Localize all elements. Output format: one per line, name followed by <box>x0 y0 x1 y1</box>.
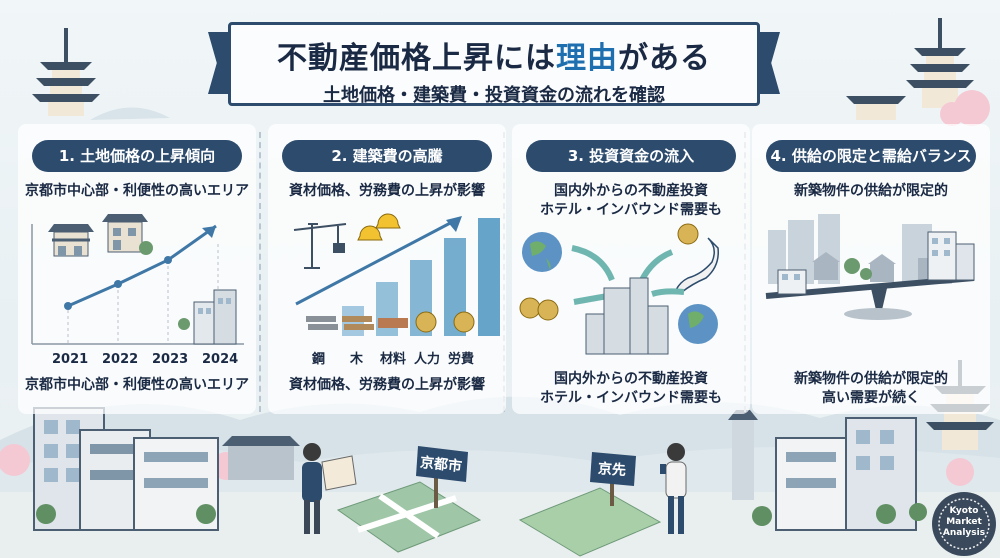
steel-beams-icon <box>306 316 338 330</box>
office-building-icon <box>193 289 237 345</box>
caption-line: ホテル・インバウンド需要も <box>540 202 722 218</box>
panel-caption-top: 資材価格、労務費の上昇が影響 <box>289 183 485 199</box>
panel-investment-inflow: 3. 投資資金の流入 国内外からの不動産投資 ホテル・インバウンド需要も 国内外… <box>512 124 750 414</box>
caption-line: 国内外からの不動産投資 <box>554 183 708 199</box>
cost-trend-arrow <box>295 218 457 306</box>
signboard-left-icon <box>416 446 468 508</box>
cost-bar <box>478 218 500 336</box>
seal-line-1: Kyoto <box>949 506 979 516</box>
panel-title: 3. 投資資金の流入 <box>526 140 736 172</box>
person-with-phone-icon <box>660 443 687 534</box>
panel-divider <box>259 132 261 412</box>
panel-construction-cost: 2. 建築費の高騰 資材価格、労務費の上昇が影響 鋼 木 材料 人力 労費 資材… <box>268 124 506 414</box>
cost-trend-arrowhead <box>446 216 462 232</box>
land-plot-right-icon <box>518 487 662 557</box>
title-highlight: 理由 <box>556 41 618 76</box>
panel-caption-top: 新築物件の供給が限定的 <box>794 183 948 199</box>
signboard-right-icon <box>590 452 636 506</box>
supply-demand-seesaw-illustration <box>765 214 975 320</box>
chart-series-line <box>67 224 217 308</box>
bricks-icon <box>378 318 408 328</box>
kyoto-market-analysis-seal-icon <box>932 492 996 556</box>
pagoda-left-icon <box>32 28 100 116</box>
panel-title: 1. 土地価格の上昇傾向 <box>32 140 242 172</box>
panel-caption-bottom: 京都市中心部・利便性の高いエリア <box>25 377 249 393</box>
bar-label: 人力 <box>414 352 441 367</box>
house-icon <box>48 224 94 257</box>
globe-icon <box>522 232 562 272</box>
bar-label: 労費 <box>448 352 475 367</box>
seal-line-3: Analysis <box>942 528 986 538</box>
signboard-right-text: 京先 <box>597 461 627 479</box>
money-bag-icon <box>415 311 475 333</box>
caption-line: 国内外からの不動産投資 <box>554 371 708 387</box>
caption-line: 新築物件の供給が限定的 <box>794 371 948 387</box>
caption-line: ホテル・インバウンド需要も <box>540 390 722 406</box>
panel-supply-demand: 4. 供給の限定と需給バランス 新築物件の供給が限定的 新築物件の供給が限定的 <box>752 124 990 414</box>
year-label: 2022 <box>102 352 139 367</box>
chart-point <box>164 256 172 264</box>
office-tower-icon <box>585 277 669 355</box>
tall-building-icon <box>927 231 975 281</box>
panel-caption-top: 京都市中心部・利便性の高いエリア <box>25 183 249 199</box>
lumber-icon <box>342 316 374 330</box>
tree-icon <box>844 258 872 280</box>
seesaw-pivot <box>870 284 888 310</box>
person-with-map-icon <box>302 443 357 534</box>
land-plot-left-icon <box>336 481 482 553</box>
page-subtitle: 土地価格・建築費・投資資金の流れを確認 <box>323 85 665 106</box>
panel-caption-bottom: 資材価格、労務費の上昇が影響 <box>289 377 485 393</box>
panel-caption-bottom: 新築物件の供給が限定的 高い需要が続く <box>752 370 990 408</box>
panel-land-price: 1. 土地価格の上昇傾向 京都市中心部・利便性の高いエリア <box>18 124 256 414</box>
house-icon <box>102 214 148 253</box>
panel-title: 2. 建築費の高騰 <box>282 140 492 172</box>
land-price-line-chart <box>31 214 244 345</box>
title-part-2: がある <box>618 41 711 76</box>
tree-icon <box>36 503 927 526</box>
panel-title: 4. 供給の限定と需給バランス <box>766 140 976 172</box>
tree-icon <box>139 241 190 330</box>
caption-line: 高い需要が続く <box>822 390 920 406</box>
bar-label: 鋼 <box>312 352 326 367</box>
temple-right-icon <box>846 96 906 120</box>
chart-point <box>114 280 122 288</box>
flow-arrows-icon <box>571 245 685 305</box>
year-label: 2023 <box>152 352 189 367</box>
signboard-left-text: 京都市 <box>419 454 463 476</box>
hard-hat-icon <box>357 213 401 241</box>
apartment-buildings-left-icon <box>33 407 300 531</box>
year-label: 2024 <box>202 352 239 367</box>
seal-line-2: Market <box>946 517 982 527</box>
bar-label: 材料 <box>380 352 407 367</box>
construction-cost-bar-chart <box>293 213 500 336</box>
chart-arrowhead <box>202 226 216 238</box>
panel-caption-top: 国内外からの不動産投資 ホテル・インバウンド需要も <box>512 182 750 220</box>
japan-map-icon <box>674 237 719 293</box>
banner-box: 不動産価格上昇には理由がある 土地価格・建築費・投資資金の流れを確認 <box>228 22 760 106</box>
title-part-1: 不動産価格上昇には <box>277 41 556 76</box>
globe-icon <box>678 304 718 344</box>
bar-label: 木 <box>350 352 364 367</box>
apartment-buildings-right-icon <box>728 410 917 531</box>
crane-icon <box>293 223 347 269</box>
seal-text: Kyoto Market Analysis <box>932 506 996 539</box>
cost-bar <box>444 238 466 336</box>
year-label: 2021 <box>52 352 89 367</box>
small-building-icon <box>777 269 807 295</box>
title-banner: 不動産価格上昇には理由がある 土地価格・建築費・投資資金の流れを確認 <box>208 18 780 110</box>
panel-caption-bottom: 国内外からの不動産投資 ホテル・インバウンド需要も <box>512 370 750 408</box>
chart-point <box>64 302 72 310</box>
page-title: 不動産価格上昇には理由がある <box>231 33 757 77</box>
investment-flow-illustration <box>519 223 719 355</box>
